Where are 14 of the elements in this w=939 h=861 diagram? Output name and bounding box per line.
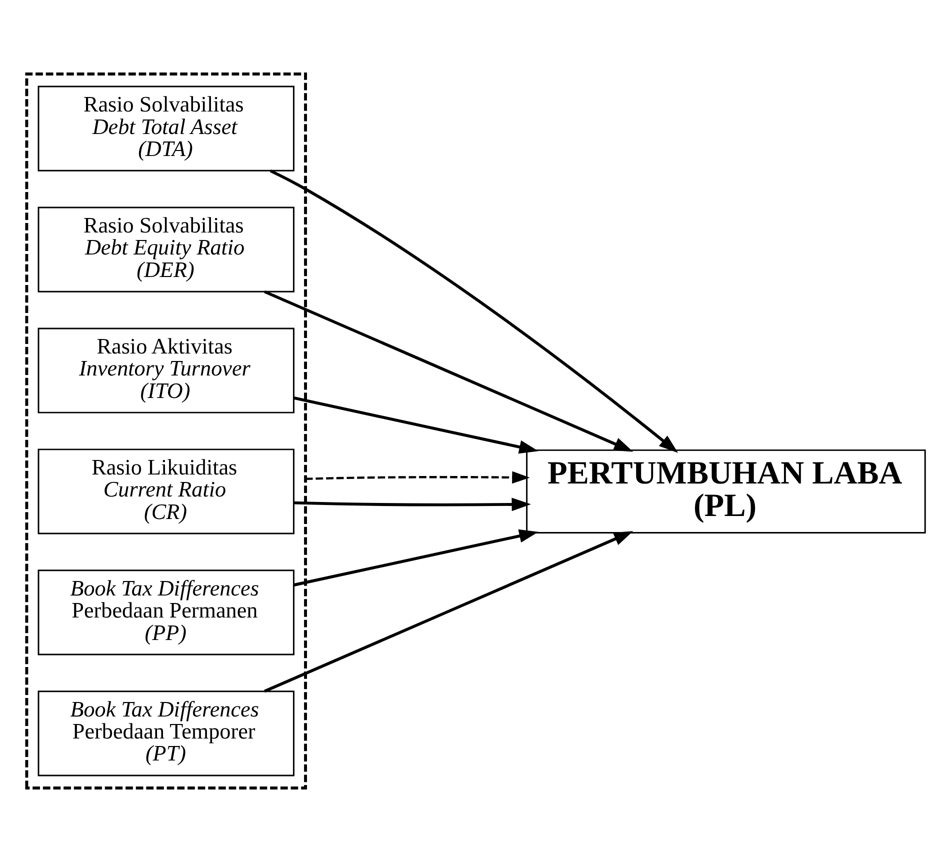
arrow: [293, 497, 530, 511]
node-box: PERTUMBUHAN LABA (PL): [526, 448, 926, 534]
node-box: Rasio Likuiditas Current Ratio (CR): [37, 448, 294, 534]
arrow: [264, 530, 633, 692]
node-box: Rasio Aktivitas Inventory Turnover (ITO): [37, 327, 294, 413]
node-box: Book Tax Differences Perbedaan Temporer (PT): [37, 690, 294, 776]
arrow: [304, 470, 530, 484]
arrow: [264, 290, 633, 452]
node-box: Rasio Solvabilitas Debt Equity Ratio (DER): [37, 206, 294, 292]
node-box: Book Tax Differences Perbedaan Permanen (PP): [37, 569, 294, 655]
cluster: [24, 72, 306, 789]
arrow: [293, 396, 538, 454]
node-box: Rasio Solvabilitas Debt Total Asset (DTA): [37, 85, 294, 171]
arrow: [269, 168, 678, 452]
